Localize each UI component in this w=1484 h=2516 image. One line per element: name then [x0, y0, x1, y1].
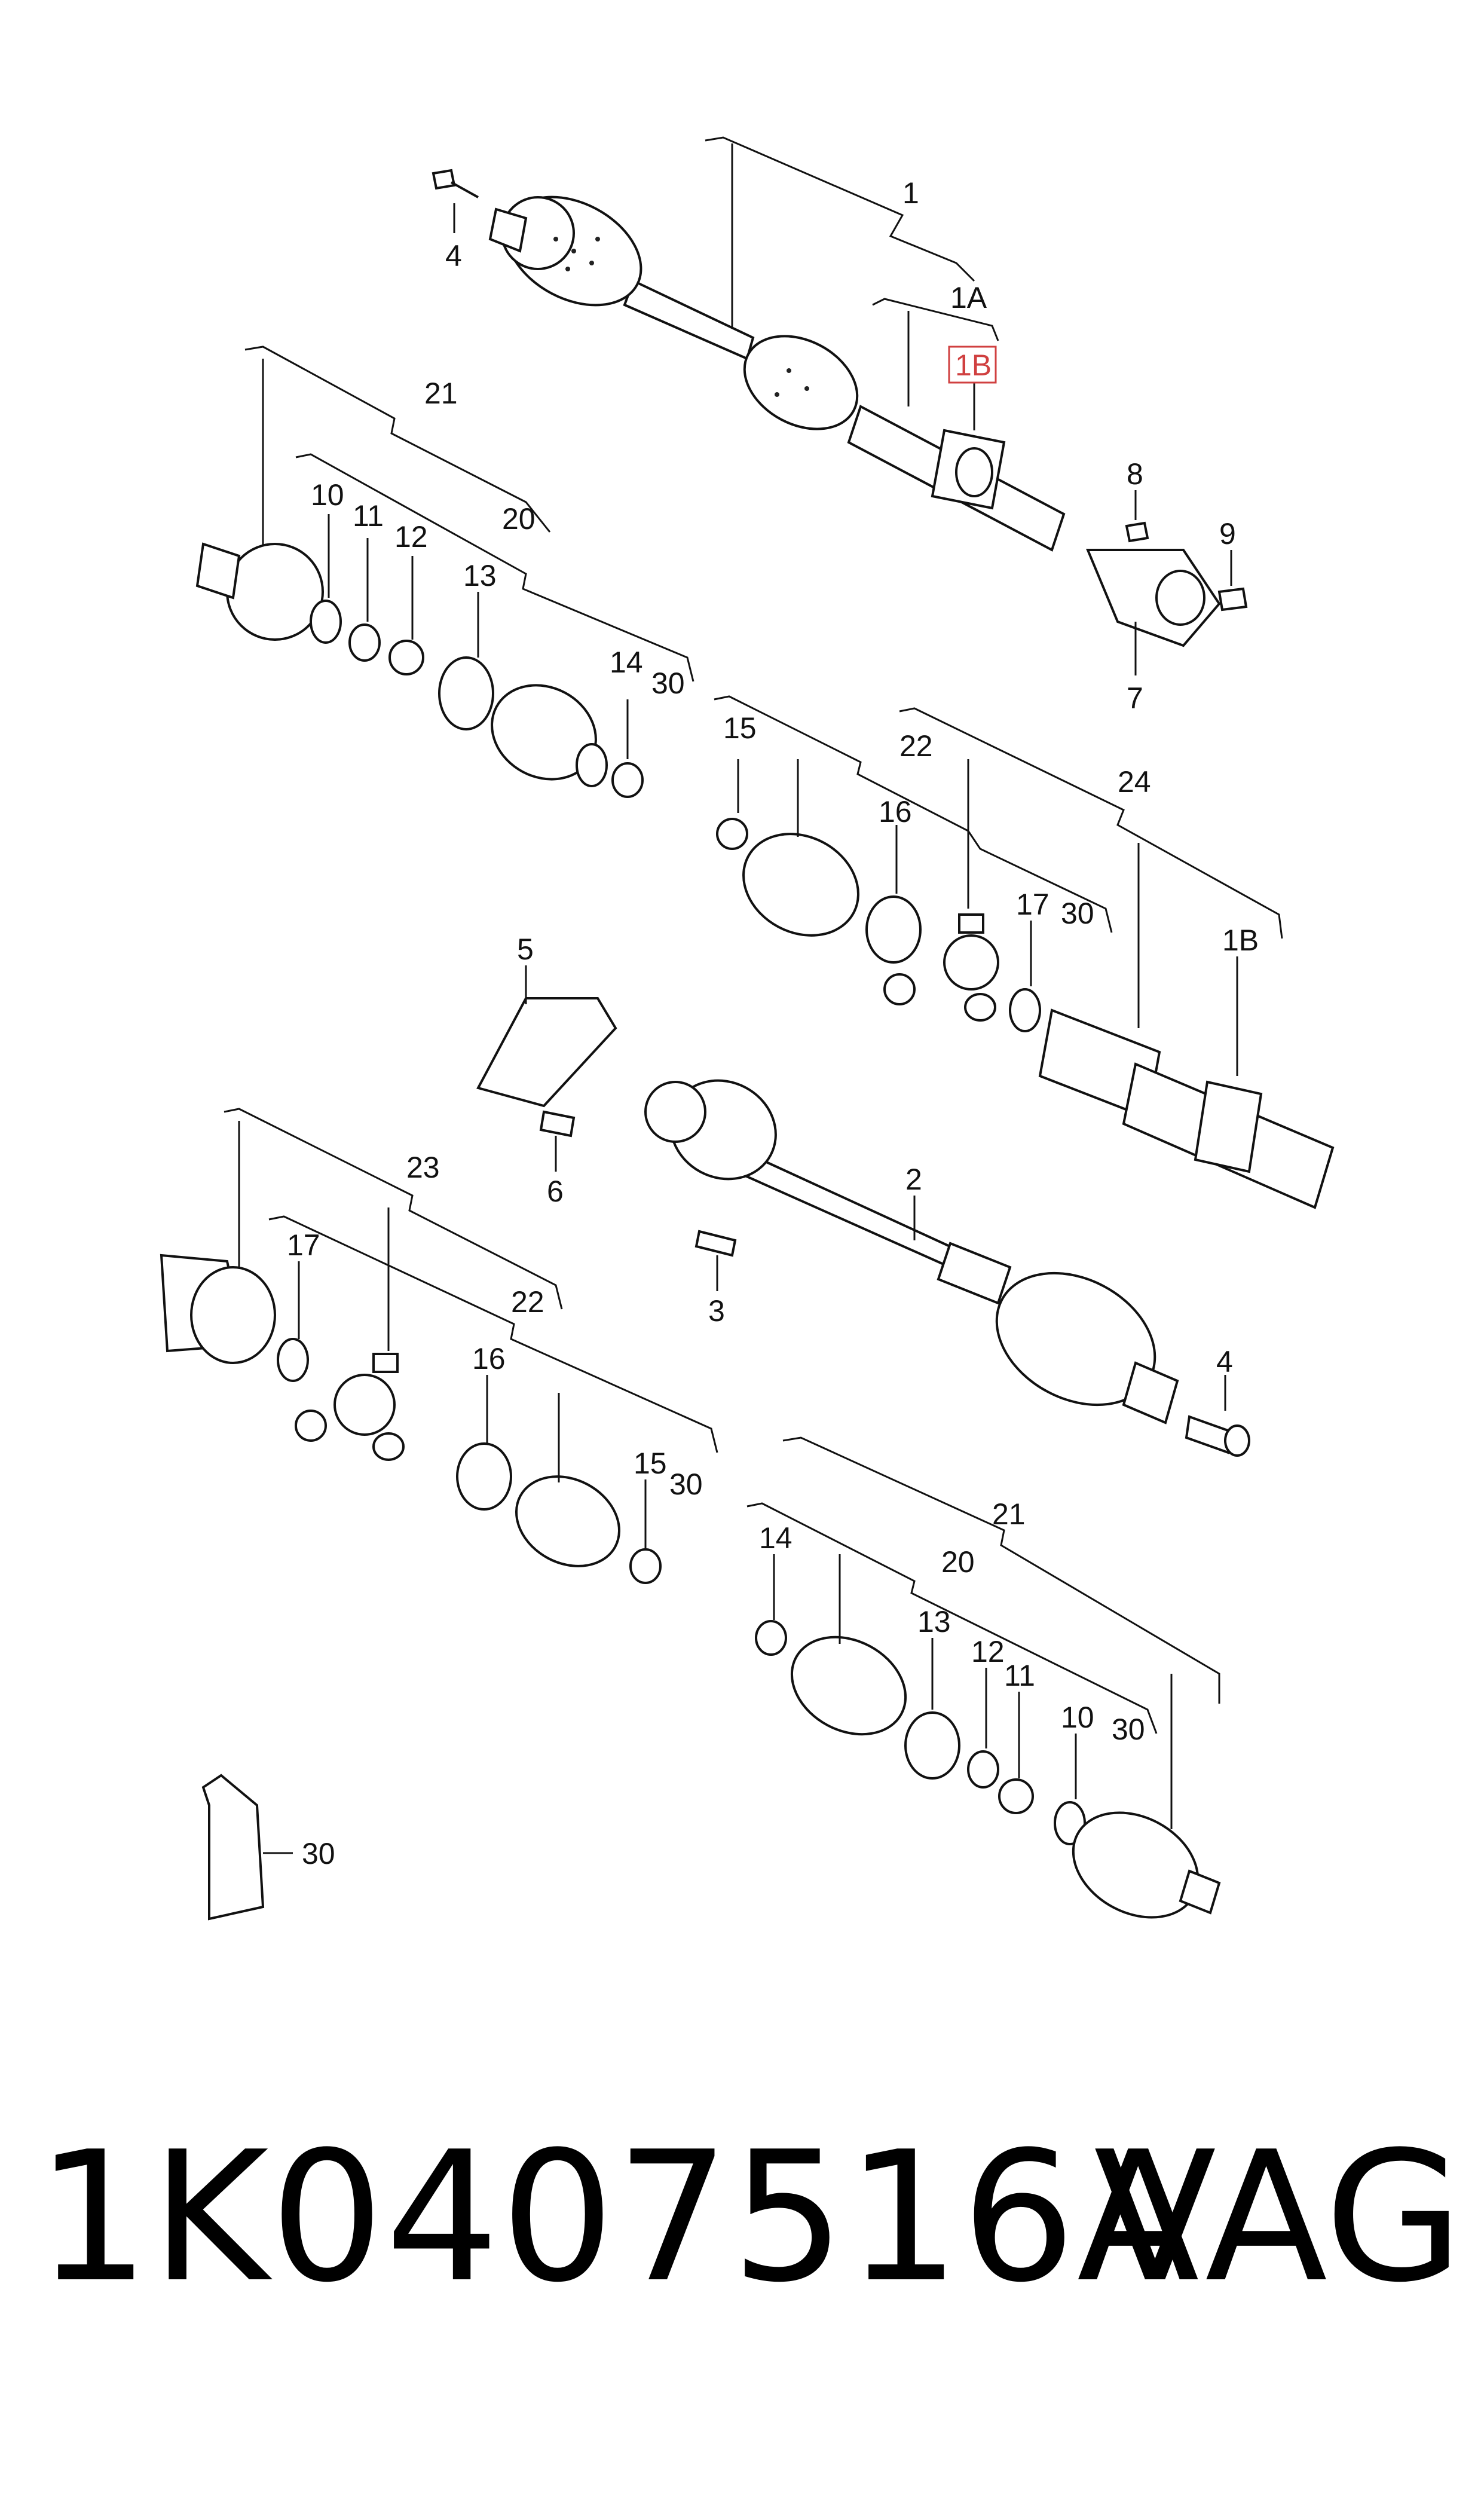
label-1: 1 — [902, 176, 919, 210]
label-11-top: 11 — [353, 499, 384, 533]
heat-shield-5 — [476, 965, 617, 1172]
drive-shaft-top — [488, 136, 1066, 552]
label-12-top: 12 — [394, 520, 428, 554]
label-10-bottom: 10 — [1061, 1701, 1094, 1734]
label-14-bottom: 14 — [759, 1521, 793, 1555]
brand-name: VAG — [1094, 2113, 1464, 2322]
label-22-top: 22 — [899, 729, 933, 763]
label-24: 24 — [1118, 765, 1151, 799]
label-13-top: 13 — [463, 559, 497, 592]
label-9: 9 — [1219, 517, 1236, 551]
label-30-d: 30 — [1112, 1713, 1145, 1746]
callout-labels: 1 1A 1B 4 21 20 10 11 12 13 14 30 8 9 7 … — [287, 176, 1259, 1870]
label-8: 8 — [1127, 457, 1143, 491]
label-12-bottom: 12 — [971, 1635, 1005, 1668]
label-30-b: 30 — [1061, 897, 1094, 930]
label-13-bottom: 13 — [917, 1605, 951, 1638]
label-30-tube: 30 — [302, 1837, 335, 1870]
label-10-top: 10 — [311, 478, 344, 512]
label-1a: 1A — [950, 281, 987, 314]
label-1b-highlight: 1B — [955, 348, 992, 382]
label-6: 6 — [547, 1175, 564, 1208]
label-30-c: 30 — [669, 1468, 703, 1501]
drive-shaft-middle — [644, 1079, 1250, 1457]
label-15-mid: 15 — [634, 1447, 667, 1480]
parts-group-23 — [160, 1108, 718, 1584]
parts-group-21-bottom — [746, 1436, 1221, 1919]
label-23: 23 — [406, 1151, 440, 1184]
bracket-7 — [1086, 490, 1248, 675]
parts-group-21-top — [195, 346, 694, 798]
label-16-top: 16 — [879, 795, 912, 829]
label-4-top: 4 — [445, 239, 462, 273]
label-3: 3 — [708, 1294, 725, 1328]
label-17-mid: 17 — [287, 1228, 320, 1262]
label-11-bottom: 11 — [1004, 1659, 1035, 1692]
label-20-bottom: 20 — [941, 1545, 975, 1579]
part-number: 1K0407516A — [36, 2113, 1201, 2322]
label-16-mid: 16 — [472, 1342, 506, 1375]
label-7: 7 — [1127, 681, 1143, 715]
label-20-top: 20 — [502, 502, 536, 536]
label-15-top: 15 — [723, 711, 757, 745]
label-21-bottom: 21 — [992, 1497, 1026, 1531]
label-21-top: 21 — [424, 377, 458, 410]
highlight-box-1b — [948, 346, 997, 384]
boot-texture — [553, 237, 809, 397]
parts-group-22-top — [714, 695, 1335, 1209]
label-4-mid: 4 — [1216, 1345, 1233, 1378]
label-2: 2 — [905, 1163, 922, 1196]
label-5: 5 — [517, 933, 534, 966]
label-17-top: 17 — [1016, 888, 1049, 921]
label-22-mid: 22 — [511, 1285, 544, 1319]
label-1b-mid: 1B — [1222, 924, 1259, 957]
grease-tube-30 — [201, 1774, 293, 1921]
label-14-top: 14 — [610, 646, 643, 679]
bolt-4-top — [432, 169, 479, 233]
label-30-a: 30 — [651, 667, 685, 700]
